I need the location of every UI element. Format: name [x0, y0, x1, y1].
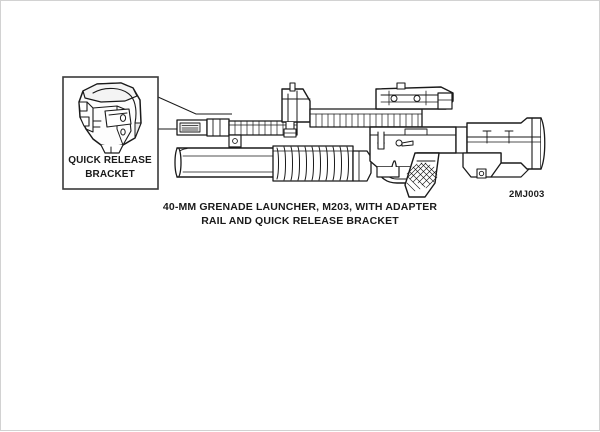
inset-label-line-2: BRACKET	[85, 169, 135, 180]
figure-caption-line-2: RAIL AND QUICK RELEASE BRACKET	[201, 215, 399, 227]
weapon-assembly-drawing	[174, 82, 546, 198]
pistol-grip	[404, 152, 440, 198]
adapter-rail-mount-block	[176, 118, 230, 137]
rear-sight-and-charging-handle	[375, 82, 454, 110]
figure-code: 2MJ003	[509, 189, 545, 200]
figure-caption-line-1: 40-MM GRENADE LAUNCHER, M203, WITH ADAPT…	[162, 201, 438, 213]
upper-receiver-rail	[309, 108, 423, 128]
adapter-rail	[228, 120, 298, 148]
launcher-barrel	[174, 147, 278, 178]
ribbed-handguard	[272, 145, 354, 182]
magazine-well	[376, 166, 400, 178]
barrel-front-cap	[352, 150, 372, 182]
quick-release-bracket-drawing	[78, 82, 142, 154]
front-sight-assembly	[281, 82, 311, 138]
lower-receiver	[369, 126, 457, 168]
callout-leader-lines	[157, 96, 232, 130]
inset-label-line-1: QUICK RELEASE	[68, 155, 152, 166]
buttstock	[455, 117, 546, 179]
